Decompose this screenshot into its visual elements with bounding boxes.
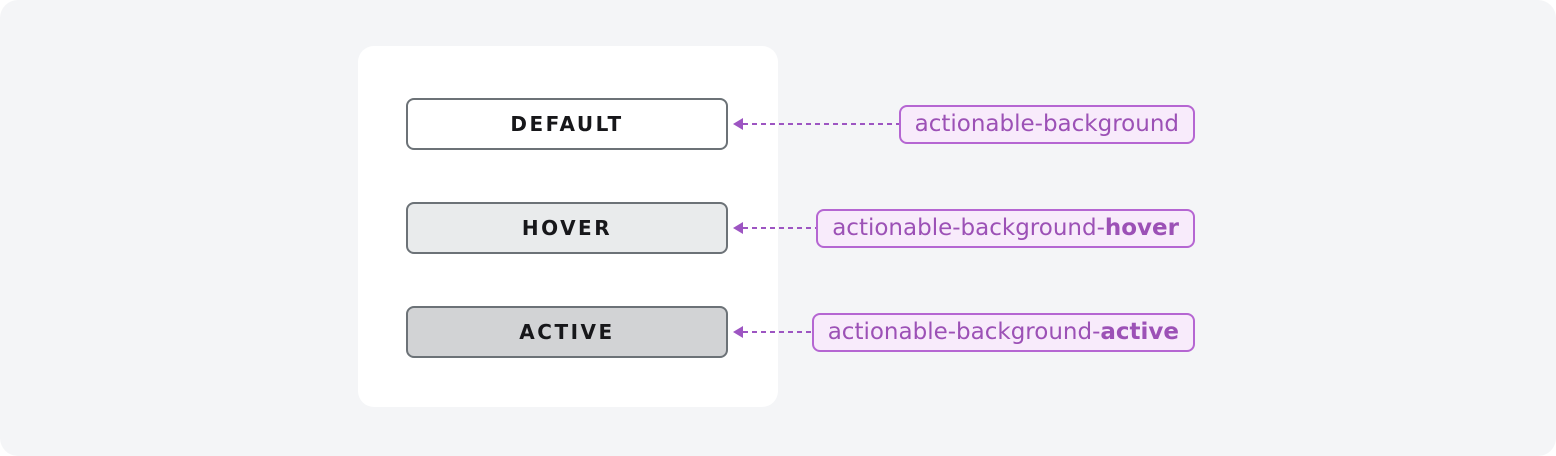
default-state-button[interactable]: DEFAULT (406, 98, 728, 150)
state-row-hover: HOVER actionable-background-hover (406, 202, 1195, 254)
dashed-line (743, 123, 899, 125)
token-text-bold: hover (1104, 215, 1179, 241)
token-text: actionable-background- (832, 215, 1105, 241)
token-label-hover: actionable-background-hover (816, 208, 1195, 248)
dashed-line (743, 227, 817, 229)
connector-active (728, 326, 812, 338)
state-row-default: DEFAULT actionable-background (406, 98, 1195, 150)
arrow-left-icon (733, 326, 743, 338)
token-label-default: actionable-background (898, 104, 1195, 144)
token-text: actionable-background (914, 111, 1179, 137)
token-text-bold: active (1100, 319, 1179, 345)
connector-hover (728, 222, 817, 234)
arrow-left-icon (733, 118, 743, 130)
connector-default (728, 118, 899, 130)
hover-state-button[interactable]: HOVER (406, 202, 728, 254)
state-row-active: ACTIVE actionable-background-active (406, 306, 1195, 358)
arrow-left-icon (733, 222, 743, 234)
active-state-button[interactable]: ACTIVE (406, 306, 728, 358)
dashed-line (743, 331, 812, 333)
token-text: actionable-background- (827, 319, 1101, 345)
token-label-active: actionable-background-active (811, 312, 1195, 352)
